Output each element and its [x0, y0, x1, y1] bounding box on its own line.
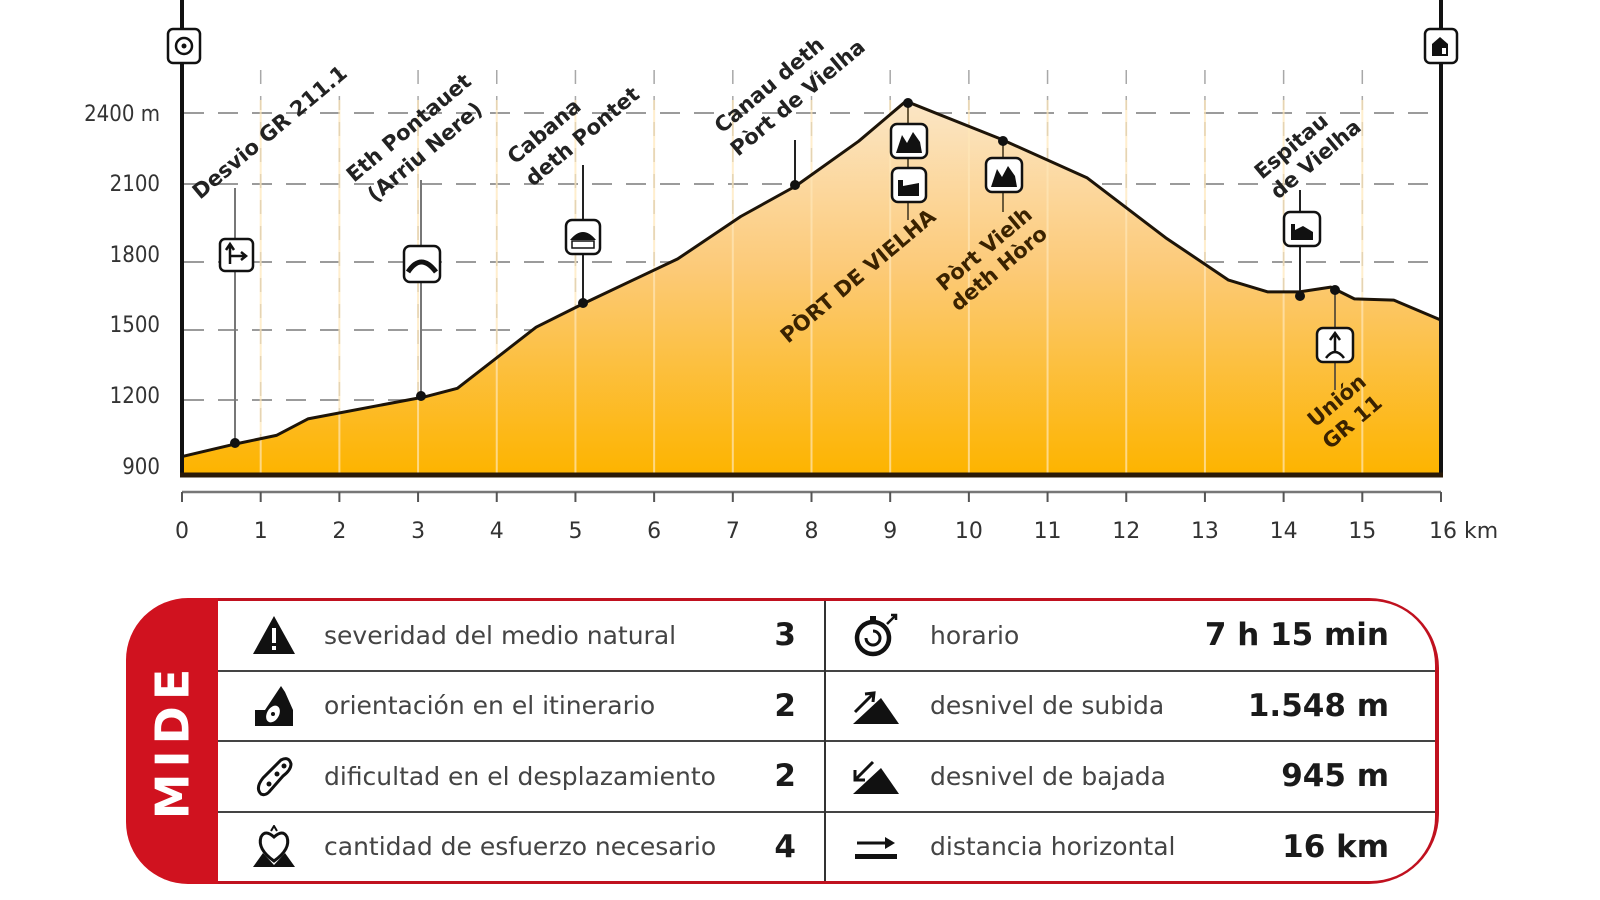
- mide-row-horario: horario 7 h 15 min: [826, 601, 1435, 672]
- mide-value: 945 m: [1281, 758, 1389, 795]
- effort-heart-icon: [248, 824, 300, 869]
- mide-value: 2: [774, 758, 796, 795]
- mide-left-column: severidad del medio natural 3 orientació…: [218, 601, 826, 881]
- waypoint-espitau: Espitau de Vielha: [1250, 109, 1366, 301]
- mide-label: cantidad de esfuerzo necesario: [324, 832, 717, 862]
- x-tick-label: 9: [883, 519, 897, 544]
- ascent-icon: [850, 684, 902, 728]
- x-tick-label: 7: [726, 519, 740, 544]
- mide-row-esfuerzo: cantidad de esfuerzo necesario 4: [218, 813, 824, 882]
- x-tick-label: 3: [411, 519, 425, 544]
- x-tick-label: 10: [955, 519, 983, 544]
- x-tick-label: 6: [647, 519, 661, 544]
- x-tick-label: 5: [568, 519, 582, 544]
- mide-panel: MIDE severidad del medio natural 3 orien…: [126, 598, 1439, 884]
- mide-title: MIDE: [145, 662, 199, 820]
- y-tick-2400: 2400 m: [84, 102, 160, 127]
- x-tick-label: 13: [1191, 519, 1219, 544]
- y-tick-1200: 1200: [110, 384, 160, 409]
- stopwatch-icon: [850, 613, 902, 657]
- waypoint-label-desvio: Desvio GR 211.1: [188, 61, 352, 204]
- mide-row-orientacion: orientación en el itinerario 2: [218, 672, 824, 742]
- mide-row-dificultad: dificultad en el desplazamiento 2: [218, 742, 824, 813]
- mide-value: 3: [774, 617, 796, 654]
- mide-right-column: horario 7 h 15 min desnivel de subida 1.…: [826, 601, 1435, 881]
- mide-value: 1.548 m: [1247, 687, 1389, 724]
- x-tick-label: 14: [1270, 519, 1298, 544]
- mide-row-distancia: distancia horizontal 16 km: [826, 813, 1435, 882]
- boot-sole-icon: [248, 754, 300, 798]
- x-tick-label: 1: [254, 519, 268, 544]
- x-tick-label: 2: [332, 519, 346, 544]
- mide-value: 7 h 15 min: [1204, 617, 1389, 654]
- x-tick-label: 12: [1112, 519, 1140, 544]
- waypoint-cabana: Cabana deth Pontet: [503, 82, 644, 308]
- mide-label: desnivel de bajada: [930, 761, 1166, 791]
- y-tick-1800: 1800: [110, 243, 160, 268]
- mide-tab: MIDE: [126, 598, 218, 884]
- horizontal-distance-icon: [850, 825, 902, 869]
- x-tick-label: 4: [490, 519, 504, 544]
- mide-row-severidad: severidad del medio natural 3: [218, 601, 824, 672]
- waypoint-desvio: Desvio GR 211.1: [188, 61, 352, 448]
- mide-value: 2: [774, 687, 796, 724]
- mide-label: severidad del medio natural: [324, 620, 677, 650]
- mide-row-subida: desnivel de subida 1.548 m: [826, 672, 1435, 742]
- x-tick-label: 16 km: [1429, 519, 1498, 544]
- x-tick-label: 11: [1034, 519, 1062, 544]
- descent-icon: [850, 754, 902, 798]
- y-tick-2100: 2100: [110, 172, 160, 197]
- x-tick-label: 0: [175, 519, 189, 544]
- elevation-line: [181, 99, 1442, 459]
- mide-body: severidad del medio natural 3 orientació…: [218, 601, 1435, 881]
- warning-triangle-icon: [248, 613, 300, 657]
- y-tick-900: 900: [122, 455, 160, 480]
- start-target-icon: [166, 27, 202, 65]
- y-axis-labels: 2400 m 2100 1800 1500 1200 900: [84, 102, 160, 480]
- mide-label: orientación en el itinerario: [324, 691, 656, 721]
- mide-frame: [126, 598, 1439, 884]
- mide-row-bajada: desnivel de bajada 945 m: [826, 742, 1435, 813]
- x-tick-label: 8: [805, 519, 819, 544]
- x-axis-ticks: [181, 492, 1442, 502]
- end-building-icon: [1423, 27, 1459, 65]
- mide-label: distancia horizontal: [930, 832, 1176, 862]
- mide-value: 4: [774, 828, 796, 865]
- mide-label: horario: [930, 620, 1020, 650]
- orientation-icon: [248, 684, 300, 728]
- mide-value: 16 km: [1282, 828, 1389, 865]
- waypoint-eth-pontauet: Eth Pontauet (Arriu Nere): [342, 69, 487, 401]
- mide-label: desnivel de subida: [930, 691, 1165, 721]
- y-tick-1500: 1500: [110, 313, 160, 338]
- mide-label: dificultad en el desplazamiento: [324, 761, 716, 791]
- x-tick-label: 15: [1348, 519, 1376, 544]
- x-gridlines-fill: [259, 100, 1364, 473]
